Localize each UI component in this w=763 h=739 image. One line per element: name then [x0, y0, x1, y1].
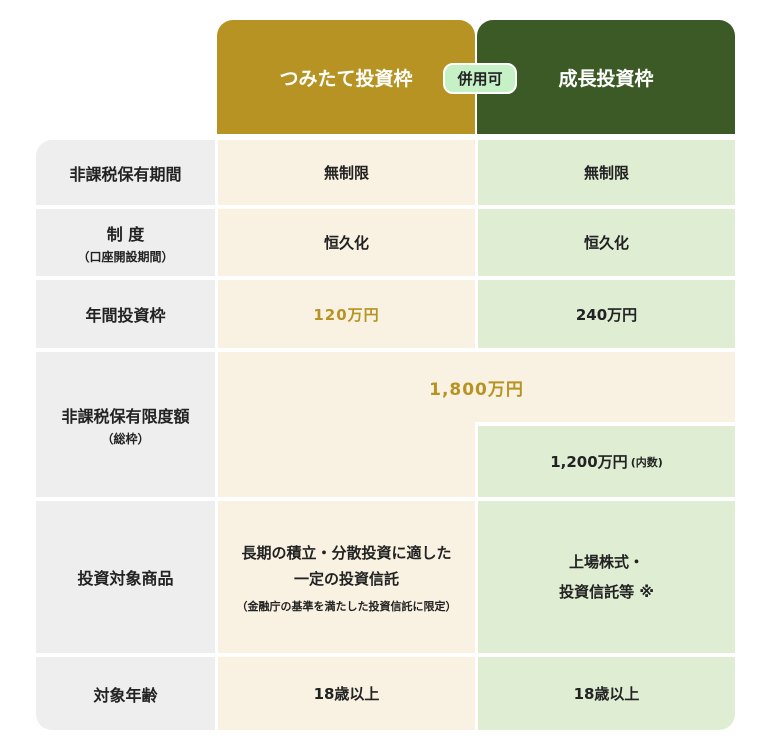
cell-tsumitate-annual: 120万円	[218, 280, 475, 348]
header-tsumitate: つみたて投資枠	[217, 20, 475, 134]
cell-value: 1,200万円	[550, 453, 628, 471]
label-text: 非課税保有限度額	[61, 406, 190, 426]
cell-note: （金融庁の基準を満たした投資信託に限定）	[236, 600, 457, 613]
cell-value: 120万円	[313, 305, 380, 324]
cell-value: 1,800万円	[429, 379, 524, 400]
label-subtext: （口座開設期間）	[77, 249, 174, 264]
cell-value-line1: 上場株式・	[568, 553, 644, 571]
cell-tsumitate-age: 18歳以上	[218, 657, 475, 730]
cell-value-line2: 一定の投資信託	[293, 570, 399, 588]
label-subtext: （総枠）	[101, 431, 150, 446]
cell-value: 無制限	[583, 164, 629, 182]
cell-value: 恒久化	[583, 234, 629, 252]
cell-growth-lifetime: 1,200万円(内数)	[478, 426, 735, 497]
row-label-eligible-products: 投資対象商品	[36, 501, 215, 653]
label-text: 年間投資枠	[85, 306, 166, 325]
cell-note: (内数)	[630, 455, 663, 469]
row-label-annual-limit: 年間投資枠	[36, 280, 215, 348]
cell-value-line2: 投資信託等 ※	[559, 583, 654, 601]
label-text: 対象年齢	[93, 685, 158, 705]
badge-label: 併用可	[457, 70, 503, 88]
cell-growth-products: 上場株式・投資信託等 ※	[478, 501, 735, 653]
cell-growth-annual: 240万円	[478, 280, 735, 348]
cell-growth-system: 恒久化	[478, 209, 735, 276]
cell-value: 18歳以上	[313, 685, 380, 703]
cell-value: 恒久化	[323, 234, 369, 252]
header-growth-label: 成長投資枠	[558, 67, 654, 90]
cell-growth-period: 無制限	[478, 140, 735, 205]
header-growth: 成長投資枠	[477, 20, 735, 134]
label-text: 制 度	[106, 224, 145, 244]
cell-value: 240万円	[575, 305, 638, 324]
cell-value: 18歳以上	[573, 685, 640, 703]
combinable-badge: 併用可	[443, 63, 517, 94]
label-text: 投資対象商品	[77, 569, 174, 588]
cell-combined-lifetime: 1,800万円	[218, 352, 735, 422]
cell-tsumitate-products: 長期の積立・分散投資に適した一定の投資信託 （金融庁の基準を満たした投資信託に限定…	[218, 501, 475, 653]
cell-growth-age: 18歳以上	[478, 657, 735, 730]
row-label-eligible-age: 対象年齢	[36, 657, 215, 730]
header-tsumitate-label: つみたて投資枠	[279, 67, 413, 90]
cell-tsumitate-system: 恒久化	[218, 209, 475, 276]
cell-value: 無制限	[323, 164, 369, 182]
row-label-system: 制 度 （口座開設期間）	[36, 209, 215, 276]
label-text: 非課税保有期間	[69, 164, 182, 184]
row-label-lifetime-limit: 非課税保有限度額 （総枠）	[36, 352, 215, 497]
cell-value-line1: 長期の積立・分散投資に適した	[241, 544, 452, 562]
cell-tsumitate-period: 無制限	[218, 140, 475, 205]
row-label-tax-free-period: 非課税保有期間	[36, 140, 215, 205]
